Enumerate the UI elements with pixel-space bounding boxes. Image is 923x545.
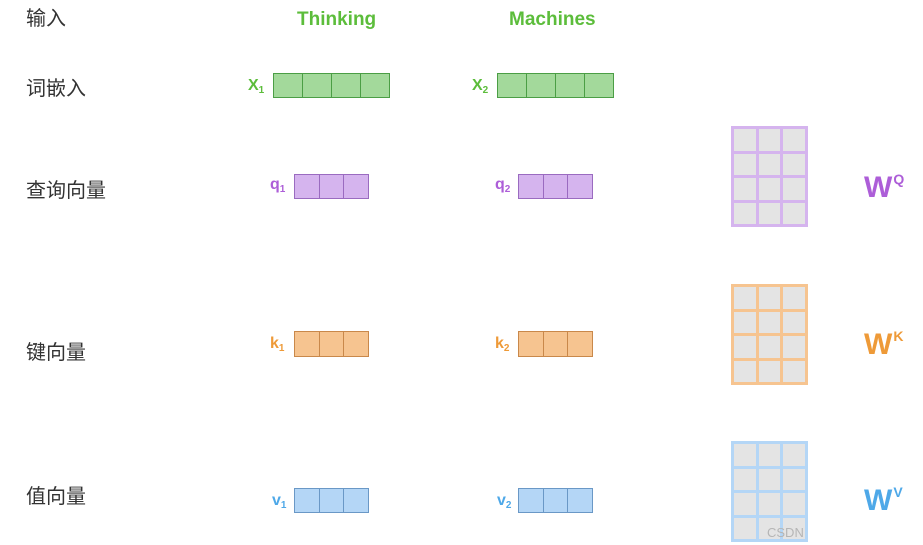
query-vector-q1 (294, 174, 369, 199)
vector-cell (567, 175, 593, 198)
matrix-cell (783, 202, 805, 224)
vector-cell (519, 175, 543, 198)
vector-cell (343, 175, 369, 198)
matrix-cell (734, 493, 756, 515)
weight-matrix-wk (731, 284, 808, 385)
vector-cell (343, 489, 369, 512)
row-label-value: 值向量 (26, 484, 86, 508)
vector-cell (519, 332, 543, 356)
matrix-cell (783, 336, 805, 358)
matrix-cell (783, 517, 805, 539)
matrix-cell (783, 153, 805, 175)
value-label-v1: v1 (272, 492, 287, 511)
vector-cell (295, 175, 319, 198)
input-word-thinking: Thinking (297, 9, 377, 30)
matrix-cell (734, 178, 756, 200)
vector-cell (542, 332, 568, 356)
matrix-cell (734, 202, 756, 224)
matrix-cell (734, 360, 756, 382)
matrix-cell (758, 336, 781, 358)
weight-label-wv: WV (864, 484, 903, 517)
vector-cell (584, 74, 613, 97)
matrix-cell (783, 444, 805, 466)
matrix-cell (734, 517, 756, 539)
query-label-q1: q1 (270, 176, 286, 195)
vector-cell (567, 332, 593, 356)
embedding-vector-x1 (273, 73, 390, 98)
embedding-label-x2: X2 (472, 77, 489, 96)
weight-label-wq: WQ (864, 171, 905, 204)
row-label-embedding: 词嵌入 (26, 76, 86, 100)
matrix-cell (734, 336, 756, 358)
vector-cell (498, 74, 526, 97)
value-vector-v1 (294, 488, 369, 513)
vector-cell (274, 74, 302, 97)
matrix-cell (734, 129, 756, 151)
watermark: CSDN (767, 525, 804, 540)
row-label-input: 输入 (26, 6, 66, 30)
vector-cell (318, 332, 344, 356)
matrix-cell (758, 517, 781, 539)
key-label-k2: k2 (495, 335, 510, 354)
matrix-cell (783, 287, 805, 309)
weight-matrix-wv (731, 441, 808, 542)
row-label-key: 键向量 (26, 340, 86, 364)
key-vector-k2 (518, 331, 593, 357)
matrix-cell (758, 129, 781, 151)
matrix-cell (734, 444, 756, 466)
matrix-cell (734, 287, 756, 309)
embedding-label-x1: X1 (248, 77, 265, 96)
query-vector-q2 (518, 174, 593, 199)
matrix-cell (758, 178, 781, 200)
vector-cell (542, 489, 568, 512)
matrix-cell (734, 468, 756, 490)
embedding-vector-x2 (497, 73, 614, 98)
matrix-cell (758, 287, 781, 309)
input-word-machines: Machines (509, 9, 596, 30)
vector-cell (331, 74, 360, 97)
matrix-cell (758, 493, 781, 515)
weight-label-wk: WK (864, 328, 904, 361)
vector-cell (318, 175, 344, 198)
key-vector-k1 (294, 331, 369, 357)
vector-cell (343, 332, 369, 356)
vector-cell (567, 489, 593, 512)
matrix-cell (783, 493, 805, 515)
matrix-cell (758, 202, 781, 224)
value-vector-v2 (518, 488, 593, 513)
matrix-cell (734, 311, 756, 333)
vector-cell (302, 74, 331, 97)
matrix-cell (758, 444, 781, 466)
matrix-cell (783, 178, 805, 200)
matrix-cell (758, 153, 781, 175)
query-label-q2: q2 (495, 176, 511, 195)
vector-cell (519, 489, 543, 512)
vector-cell (295, 332, 319, 356)
vector-cell (542, 175, 568, 198)
matrix-cell (734, 153, 756, 175)
matrix-cell (758, 468, 781, 490)
vector-cell (318, 489, 344, 512)
matrix-cell (783, 311, 805, 333)
matrix-cell (758, 360, 781, 382)
matrix-cell (783, 129, 805, 151)
vector-cell (295, 489, 319, 512)
vector-cell (526, 74, 555, 97)
matrix-cell (758, 311, 781, 333)
row-label-query: 查询向量 (26, 178, 106, 202)
value-label-v2: v2 (497, 492, 512, 511)
vector-cell (555, 74, 584, 97)
weight-matrix-wq (731, 126, 808, 227)
vector-cell (360, 74, 389, 97)
key-label-k1: k1 (270, 335, 285, 354)
matrix-cell (783, 360, 805, 382)
matrix-cell (783, 468, 805, 490)
